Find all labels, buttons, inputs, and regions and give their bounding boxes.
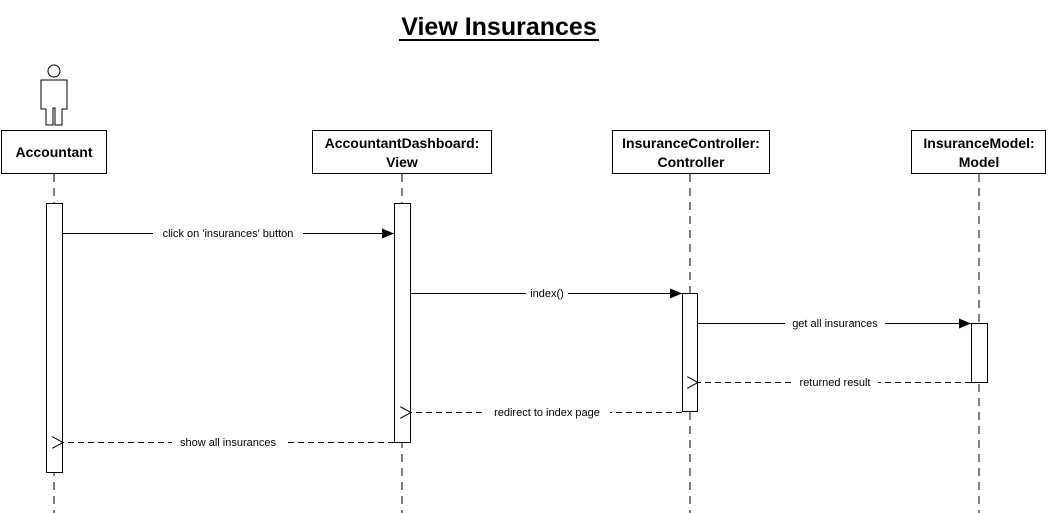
message-label: get all insurances (792, 318, 878, 330)
message-show-all-insurances: show all insurances (63, 435, 394, 449)
participant-accountant-label: Accountant (16, 144, 93, 160)
participant-dashboard-type: View (386, 154, 418, 170)
message-click-insurances: click on 'insurances' button (63, 226, 394, 240)
diagram-title: View Insurances (401, 13, 596, 41)
message-label: index() (530, 288, 564, 300)
message-returned-result: returned result (698, 375, 971, 389)
activation-model (971, 323, 988, 383)
message-label: returned result (800, 377, 871, 389)
message-label: redirect to index page (494, 407, 600, 419)
message-get-all-insurances: get all insurances (698, 316, 971, 330)
participant-dashboard: AccountantDashboard: View (312, 130, 492, 174)
activation-controller (682, 293, 698, 412)
activation-accountant (46, 203, 63, 473)
participant-dashboard-name: AccountantDashboard: (325, 135, 480, 151)
participant-controller-name: InsuranceController: (622, 135, 760, 151)
message-index: index() (411, 286, 682, 300)
participant-controller: InsuranceController: Controller (612, 130, 770, 174)
message-redirect-index: redirect to index page (411, 405, 682, 419)
actor-icon (40, 64, 68, 126)
message-label: click on 'insurances' button (163, 228, 294, 240)
participant-controller-type: Controller (658, 154, 725, 170)
activation-dashboard (394, 203, 411, 443)
message-label: show all insurances (180, 437, 276, 449)
participant-model-type: Model (959, 154, 999, 170)
participant-model: InsuranceModel: Model (911, 130, 1046, 174)
participant-model-name: InsuranceModel: (923, 135, 1034, 151)
participant-accountant: Accountant (1, 130, 107, 174)
